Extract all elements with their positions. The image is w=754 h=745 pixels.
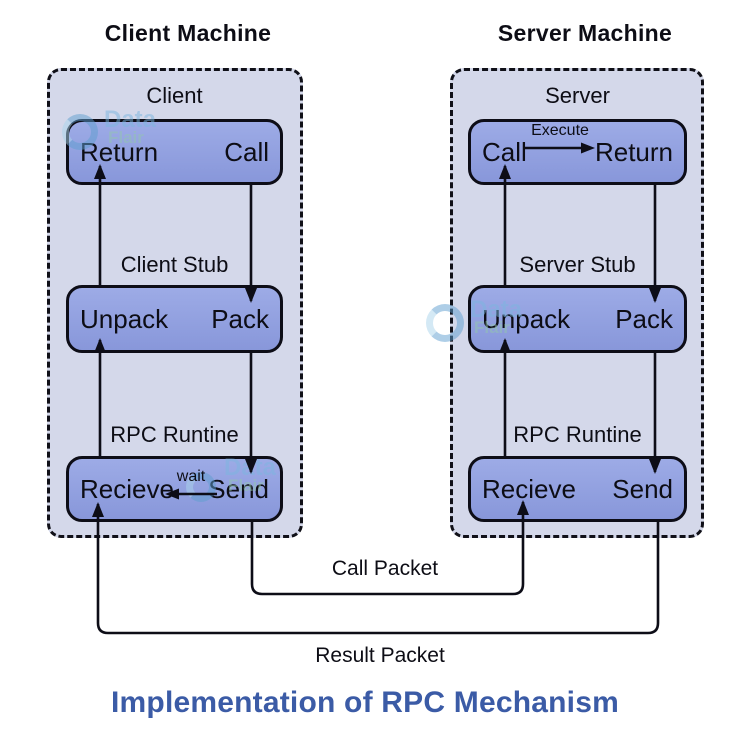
execute-arrow-group: Execute (522, 122, 598, 154)
client-section-label: Client (146, 83, 203, 108)
call-label: Call (224, 136, 269, 167)
server-section-label: Server (545, 83, 610, 108)
result-packet-label: Result Packet (315, 644, 445, 667)
unpack-label: Unpack (482, 303, 571, 334)
server-stub-node: Unpack Pack (468, 285, 687, 353)
server-rpc-runtime-section-label: RPC Runtine (513, 422, 642, 447)
pack-label: Pack (211, 303, 269, 334)
client-rpc-runtime-section-label: RPC Runtine (110, 422, 239, 447)
pack-label: Pack (615, 303, 673, 334)
receive-label: Recieve (482, 473, 576, 504)
call-label: Call (482, 136, 527, 167)
wait-arrow-group: wait (163, 468, 219, 500)
receive-label: Recieve (80, 473, 174, 504)
send-label: Send (208, 473, 269, 504)
server-rpc-runtime-node: Recieve Send (468, 456, 687, 522)
wait-label: wait (176, 468, 206, 485)
send-label: Send (612, 473, 673, 504)
client-stub-node: Unpack Pack (66, 285, 283, 353)
diagram-title: Implementation of RPC Mechanism (111, 686, 619, 719)
client-node: Return Call (66, 119, 283, 185)
client-stub-section-label: Client Stub (120, 252, 229, 277)
unpack-label: Unpack (80, 303, 169, 334)
execute-right-arrow-icon (525, 142, 595, 154)
return-label: Return (80, 136, 159, 167)
execute-label: Execute (531, 122, 589, 139)
call-packet-label: Call Packet (331, 557, 439, 580)
server-machine-header: Server Machine (497, 20, 673, 46)
client-machine-header: Client Machine (104, 20, 272, 46)
return-label: Return (594, 136, 673, 167)
wait-left-arrow-icon (165, 488, 217, 500)
server-stub-section-label: Server Stub (519, 252, 636, 277)
